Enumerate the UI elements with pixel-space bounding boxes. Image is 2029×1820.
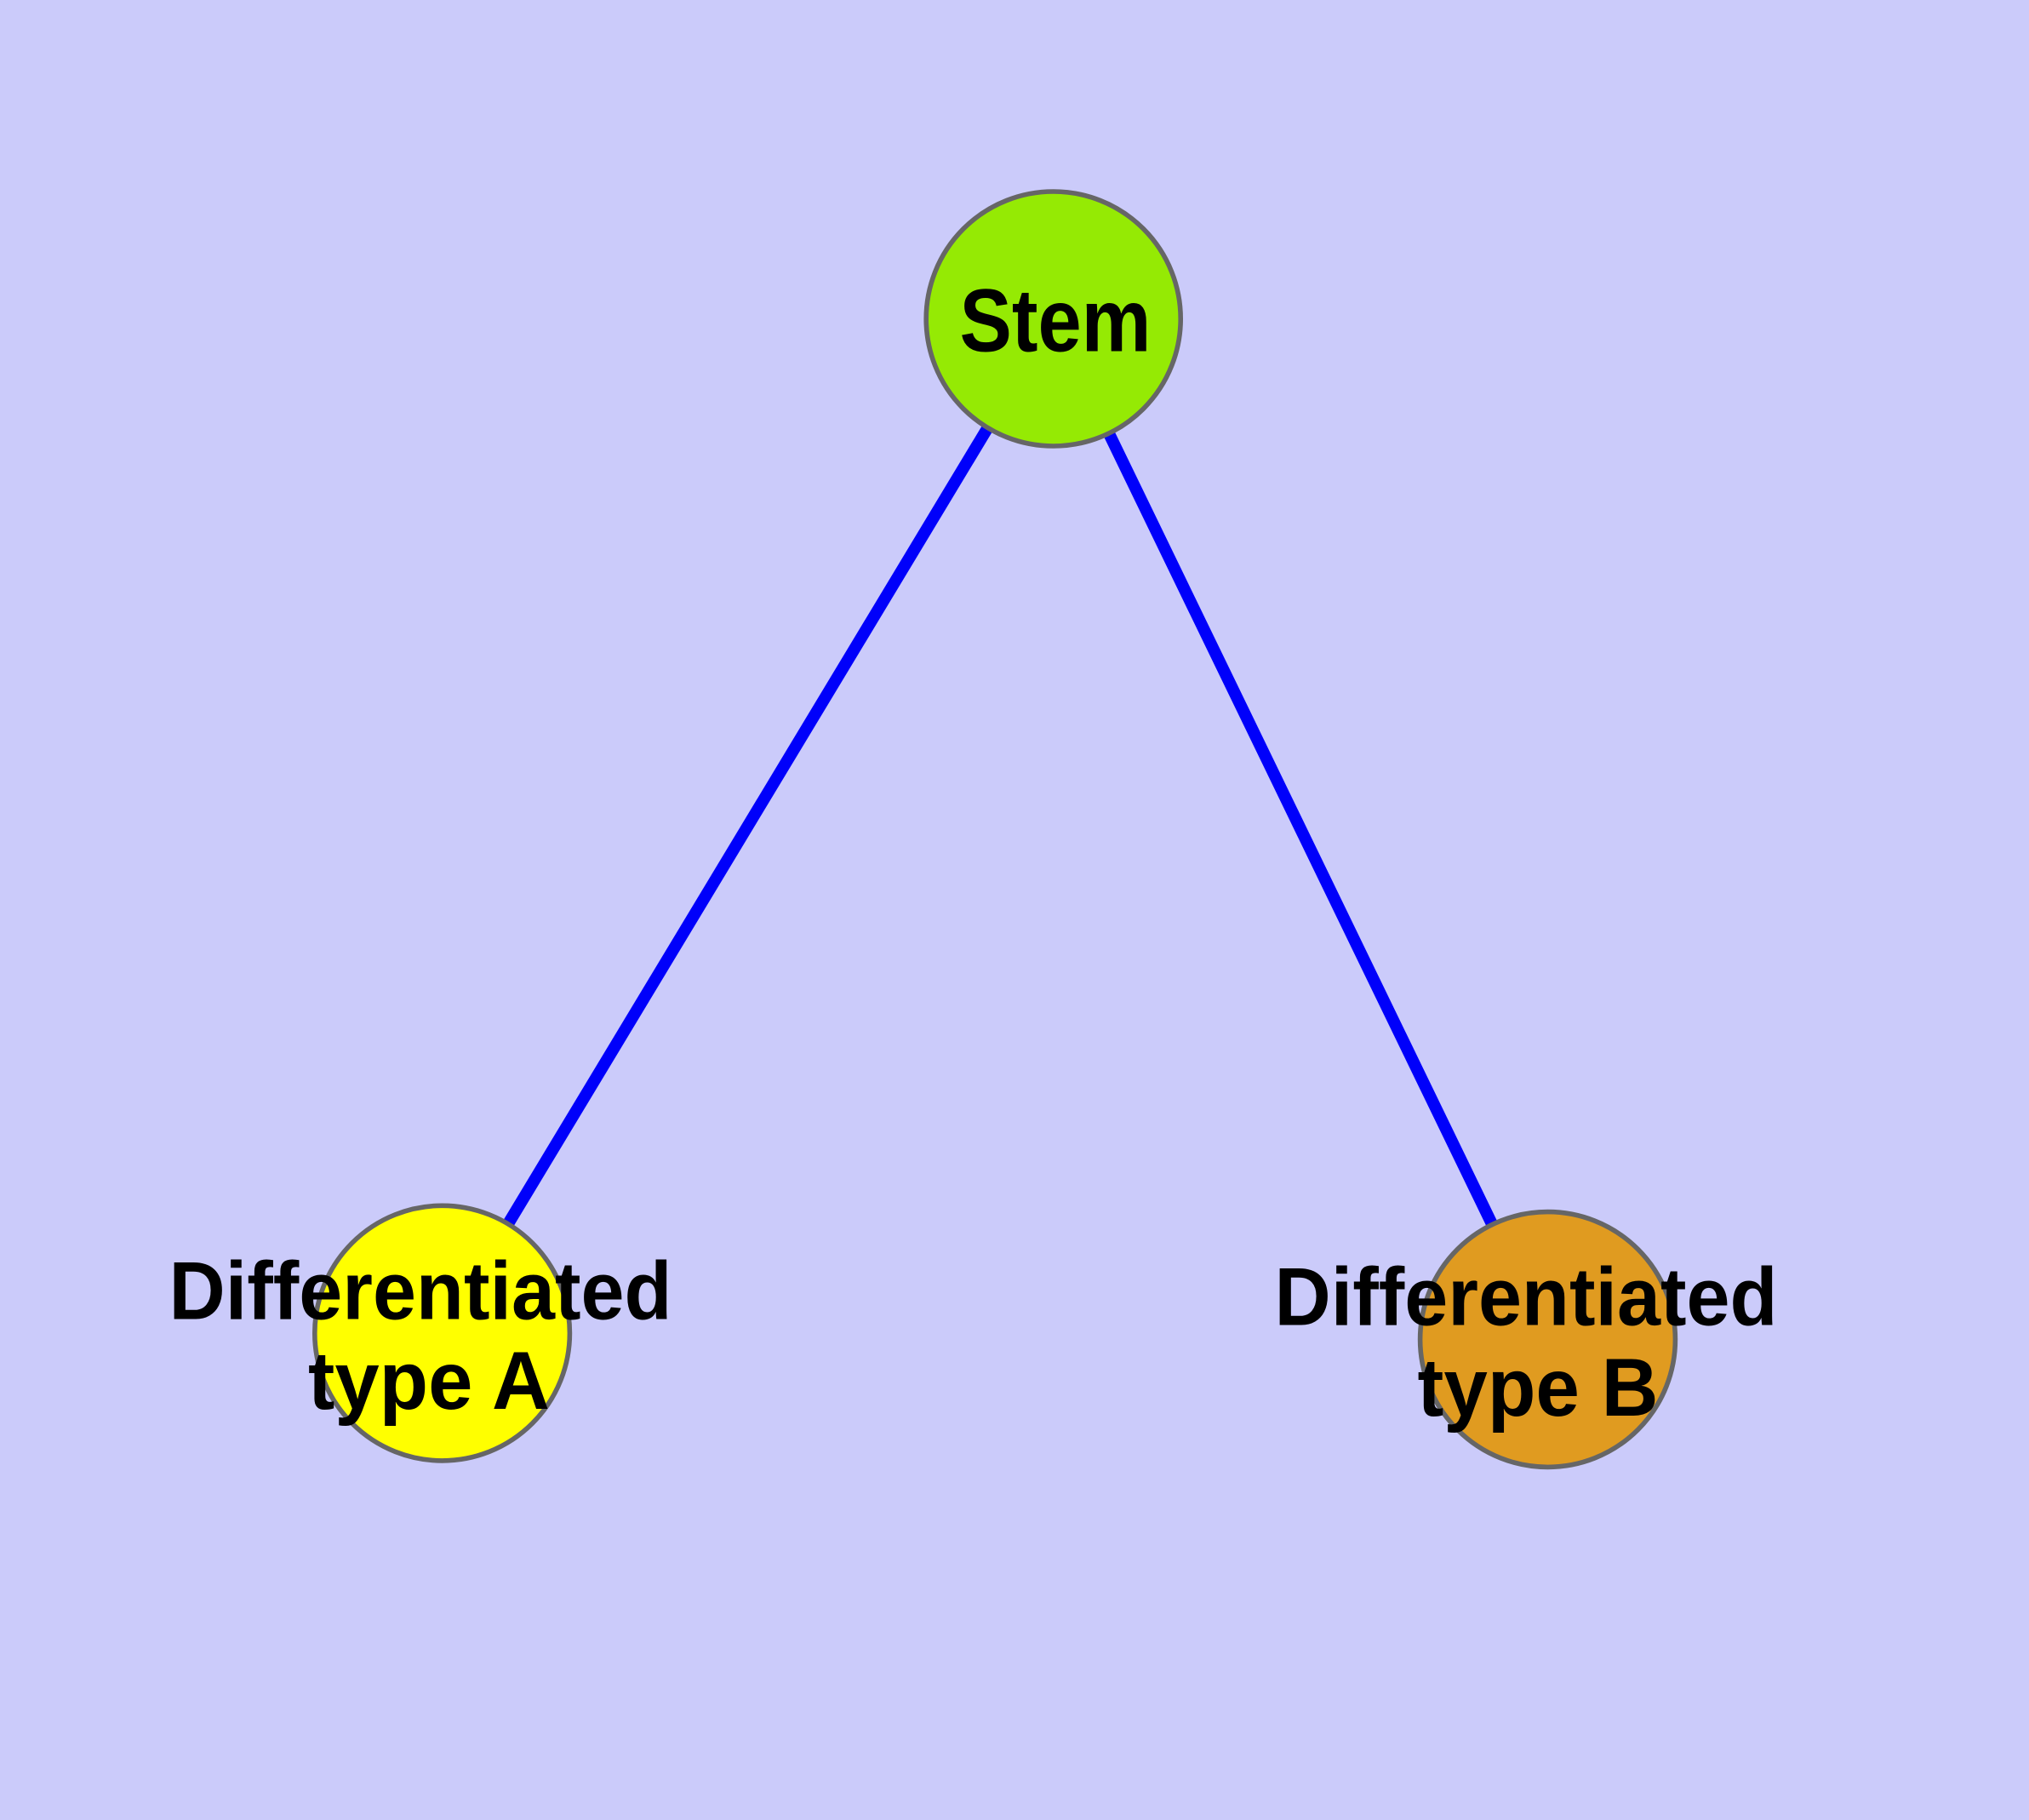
- svg-text:type B: type B: [1418, 1342, 1659, 1434]
- svg-text:Stem: Stem: [960, 272, 1152, 371]
- svg-text:Differentiated: Differentiated: [1275, 1251, 1778, 1342]
- svg-text:Differentiated: Differentiated: [169, 1245, 672, 1336]
- svg-text:type A: type A: [308, 1336, 550, 1427]
